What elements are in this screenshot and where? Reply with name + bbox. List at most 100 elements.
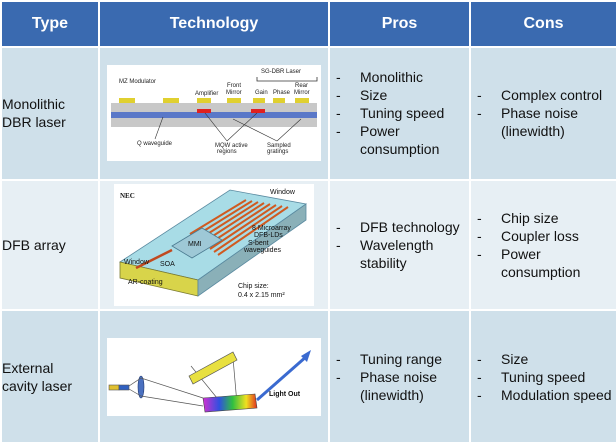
beam-ray: [140, 395, 204, 407]
list-item: Monolithic: [336, 68, 469, 86]
microarray-label: DFB-LDs: [254, 232, 283, 239]
header-cons: Cons: [469, 0, 616, 48]
rear-mirror-label: Rear: [295, 83, 308, 89]
tuning-mirror: [188, 351, 238, 385]
output-beam: [256, 354, 308, 401]
list-item: Modulation speed: [477, 386, 616, 404]
ar-coating-label: AR-coating: [128, 279, 163, 286]
list-item: Complex control: [477, 86, 616, 104]
gain-label: Gain: [255, 90, 268, 96]
pros-list: DFB technology Wavelength stability: [330, 218, 469, 272]
modulator-contact: [119, 98, 135, 104]
leader-line: [232, 119, 278, 142]
mqw-region: [197, 109, 211, 114]
chip-side-face: [197, 203, 307, 297]
list-item: Size: [336, 86, 469, 104]
technology-cell: MZ Modulator SG-DBR Laser Amplifier Fron…: [98, 46, 330, 181]
front-mirror-label: Mirror: [226, 90, 242, 96]
laser-diode-facet: [118, 384, 130, 390]
waveguide-layer: [111, 112, 317, 119]
beam-ray: [190, 365, 218, 398]
type-cell: DFB array: [0, 178, 100, 312]
header-pros: Pros: [328, 0, 471, 48]
mmi-block: [171, 227, 223, 259]
chip-size-label: Chip size:: [238, 283, 269, 290]
list-item: Wavelength stability: [336, 236, 469, 272]
type-cell: Monolithic DBR laser: [0, 46, 100, 181]
list-item: Tuning speed: [477, 368, 616, 386]
list-item: Power consumption: [477, 245, 616, 281]
cons-cell: Complex control Phase noise (linewidth): [469, 46, 616, 181]
amplifier-label: Amplifier: [195, 91, 218, 97]
type-line: External: [2, 359, 54, 376]
mz-modulator-label: MZ Modulator: [119, 79, 156, 85]
substrate-bottom: [111, 118, 317, 128]
technology-cell: Light Out: [98, 309, 330, 444]
cons-list: Complex control Phase noise (linewidth): [471, 86, 616, 140]
header-row: Type Technology Pros Cons: [0, 0, 616, 48]
modulator-contact: [163, 98, 179, 104]
leader-line: [276, 119, 302, 142]
header-technology: Technology: [98, 0, 330, 48]
type-line: Monolithic: [2, 96, 66, 113]
laser-diode: [108, 384, 120, 390]
s-bent-label: waveguides: [243, 247, 281, 254]
list-item: Tuning speed: [336, 104, 469, 122]
window-label: Window: [124, 259, 150, 266]
type-cell: External cavity laser: [0, 309, 100, 444]
nec-label: NEC: [120, 192, 135, 200]
chip-size-value: 0.4 x 2.15 mm²: [238, 292, 285, 299]
diffraction-grating: [202, 393, 258, 412]
external-cavity-diagram: Light Out: [107, 337, 321, 416]
rear-mirror-contact: [295, 98, 309, 104]
q-waveguide-label: Q waveguide: [137, 141, 173, 147]
list-item: Size: [477, 350, 616, 368]
dfb-array-diagram: NEC Window 8 Microarray DFB-LDs S-bent w…: [114, 183, 314, 306]
cons-cell: Size Tuning speed Modulation speed: [469, 309, 616, 444]
list-item: Phase noise (linewidth): [336, 368, 469, 404]
type-line: cavity laser: [2, 377, 73, 394]
window-label: Window: [270, 189, 296, 196]
table-row: DFB array: [0, 178, 616, 312]
amplifier-contact: [197, 98, 211, 104]
s-bent-label: S-bent: [248, 240, 269, 247]
cons-list: Chip size Coupler loss Power consumption: [471, 209, 616, 281]
beam-ray: [128, 388, 142, 396]
pros-cell: Tuning range Phase noise (linewidth): [328, 309, 471, 444]
phase-label: Phase: [273, 90, 291, 96]
table-row: External cavity laser: [0, 309, 616, 444]
pros-list: Tuning range Phase noise (linewidth): [330, 350, 469, 404]
leader-line: [154, 117, 164, 140]
list-item: Tuning range: [336, 350, 469, 368]
header-type: Type: [0, 0, 100, 48]
cons-list: Size Tuning speed Modulation speed: [471, 350, 616, 404]
pros-list: Monolithic Size Tuning speed Power consu…: [330, 68, 469, 158]
light-out-label: Light Out: [269, 391, 301, 398]
type-line: DBR laser: [2, 114, 66, 131]
phase-contact: [273, 98, 285, 104]
list-item: Coupler loss: [477, 227, 616, 245]
front-mirror-label: Front: [227, 83, 241, 89]
substrate-top: [111, 103, 317, 113]
rear-mirror-label: Mirror: [294, 90, 310, 96]
mqw-label: regions: [217, 149, 237, 155]
pros-cell: DFB technology Wavelength stability: [328, 178, 471, 312]
leader-line: [204, 113, 228, 142]
collimating-lens: [137, 375, 145, 398]
gain-contact: [253, 98, 265, 104]
list-item: Power consumption: [336, 122, 469, 158]
leader-line: [226, 113, 258, 142]
dfb-stripe: [213, 205, 283, 253]
mqw-label: MQW active: [215, 143, 248, 149]
sgdbr-laser-label: SG-DBR Laser: [261, 69, 301, 75]
front-mirror-contact: [227, 98, 241, 104]
pros-cell: Monolithic Size Tuning speed Power consu…: [328, 46, 471, 181]
type-line: DFB array: [2, 236, 66, 253]
list-item: DFB technology: [336, 218, 469, 236]
mmi-label: MMI: [188, 241, 202, 248]
arrow-icon: [301, 349, 311, 362]
soa-label: SOA: [160, 261, 175, 268]
dfb-stripe: [217, 206, 289, 256]
list-item: Chip size: [477, 209, 616, 227]
